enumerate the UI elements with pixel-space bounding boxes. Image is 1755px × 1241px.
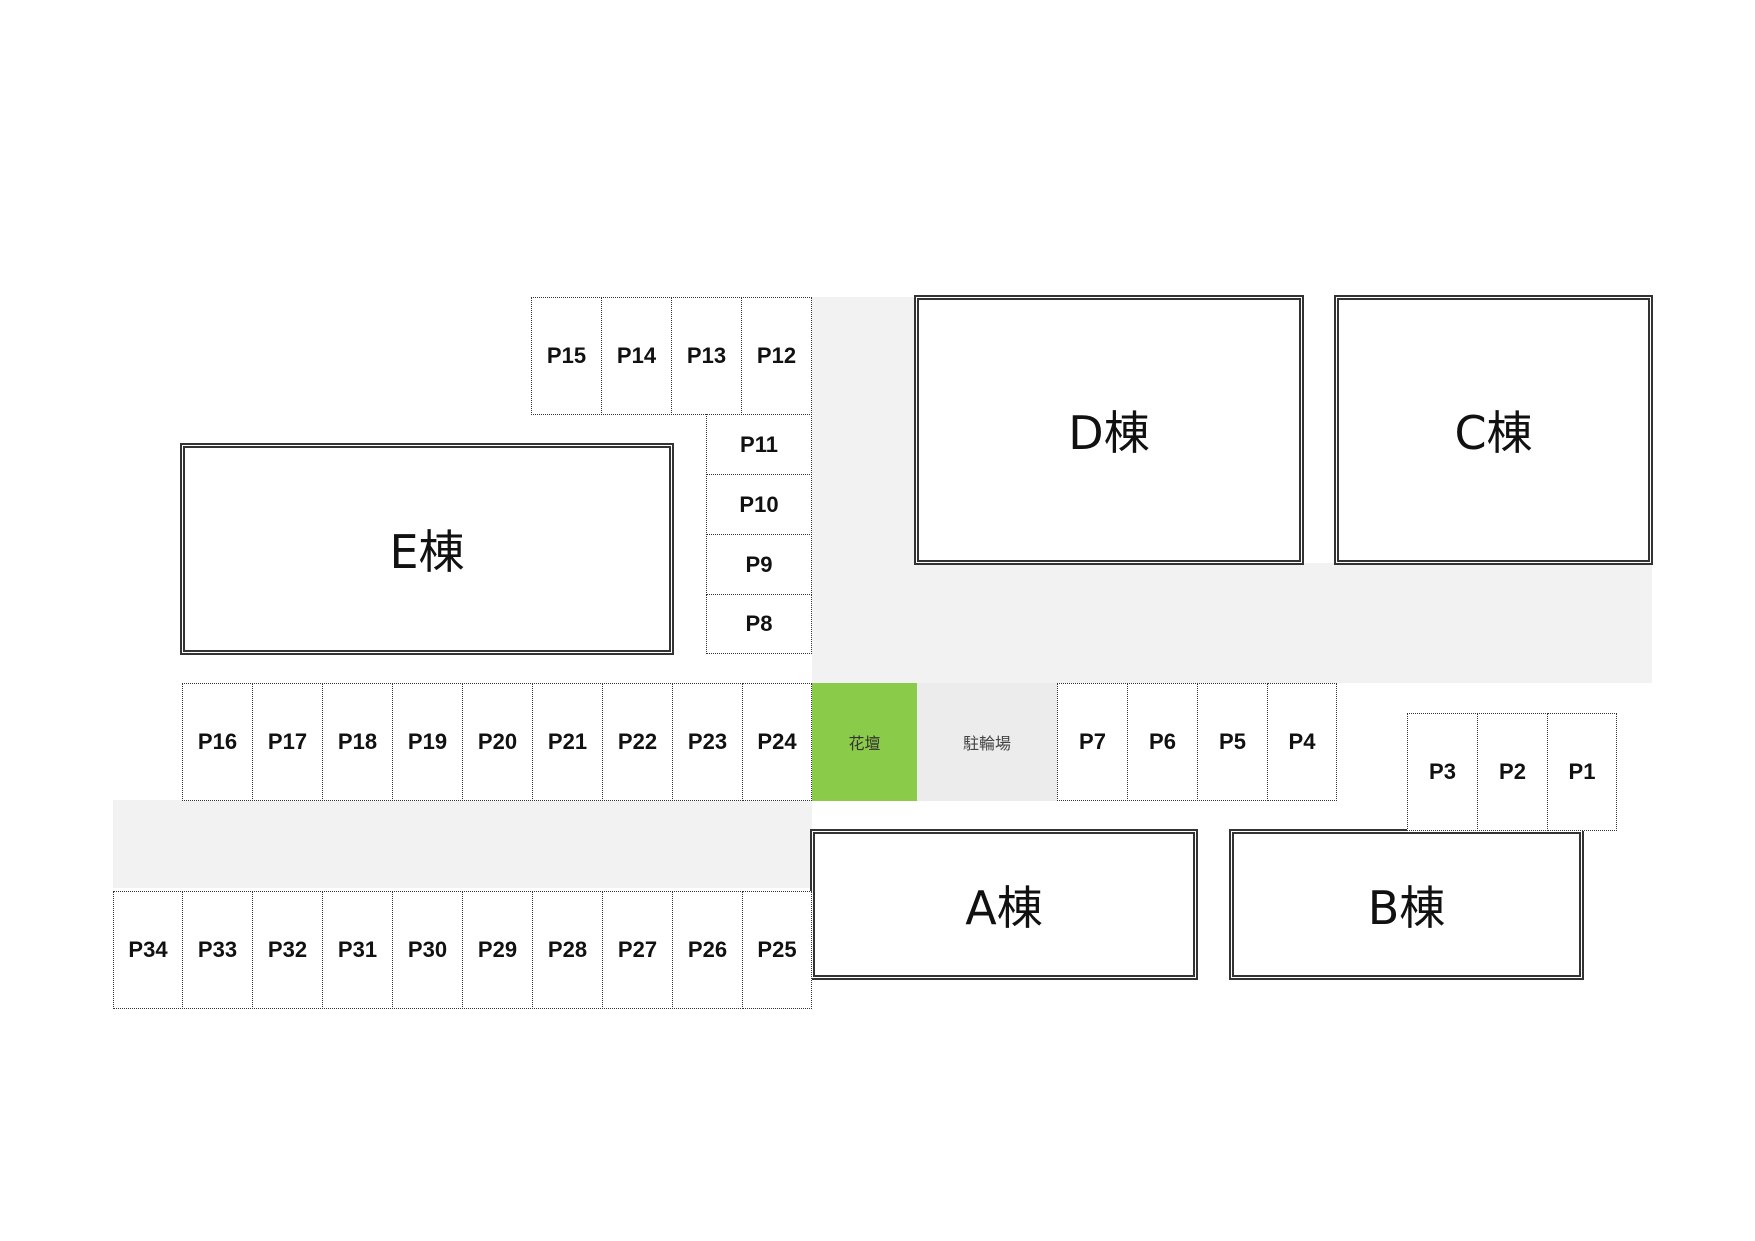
bicycle-parking[interactable]: 駐輪場 <box>917 683 1057 801</box>
parking-space-p29[interactable]: P29 <box>462 891 533 1009</box>
parking-space-p30[interactable]: P30 <box>392 891 463 1009</box>
parking-space-p4[interactable]: P4 <box>1267 683 1337 801</box>
parking-space-p18[interactable]: P18 <box>322 683 393 801</box>
parking-space-p23[interactable]: P23 <box>672 683 743 801</box>
road-east-horizontal <box>812 563 1652 683</box>
parking-space-p16[interactable]: P16 <box>182 683 253 801</box>
building-e[interactable]: E棟 <box>180 443 674 655</box>
building-d[interactable]: D棟 <box>914 295 1304 565</box>
parking-space-p31[interactable]: P31 <box>322 891 393 1009</box>
parking-space-p6[interactable]: P6 <box>1127 683 1198 801</box>
parking-space-p13[interactable]: P13 <box>671 297 742 415</box>
parking-space-p22[interactable]: P22 <box>602 683 673 801</box>
parking-space-p34[interactable]: P34 <box>113 891 183 1009</box>
parking-space-p10[interactable]: P10 <box>706 474 812 535</box>
parking-space-p33[interactable]: P33 <box>182 891 253 1009</box>
parking-space-p7[interactable]: P7 <box>1057 683 1128 801</box>
parking-space-p12[interactable]: P12 <box>741 297 812 415</box>
parking-space-p5[interactable]: P5 <box>1197 683 1268 801</box>
building-b[interactable]: B棟 <box>1229 829 1584 980</box>
parking-space-p21[interactable]: P21 <box>532 683 603 801</box>
road-west-horizontal <box>113 800 812 888</box>
building-a[interactable]: A棟 <box>810 829 1198 980</box>
parking-space-p3[interactable]: P3 <box>1407 713 1478 831</box>
parking-space-p27[interactable]: P27 <box>602 891 673 1009</box>
flowerbed: 花壇 <box>812 683 917 801</box>
parking-space-p1[interactable]: P1 <box>1547 713 1617 831</box>
parking-space-p32[interactable]: P32 <box>252 891 323 1009</box>
parking-space-p25[interactable]: P25 <box>742 891 812 1009</box>
parking-space-p28[interactable]: P28 <box>532 891 603 1009</box>
building-c[interactable]: C棟 <box>1334 295 1653 565</box>
parking-space-p8[interactable]: P8 <box>706 594 812 654</box>
parking-space-p15[interactable]: P15 <box>531 297 602 415</box>
parking-space-p9[interactable]: P9 <box>706 534 812 595</box>
parking-space-p20[interactable]: P20 <box>462 683 533 801</box>
parking-space-p14[interactable]: P14 <box>601 297 672 415</box>
parking-space-p19[interactable]: P19 <box>392 683 463 801</box>
parking-space-p11[interactable]: P11 <box>706 414 812 475</box>
parking-space-p24[interactable]: P24 <box>742 683 812 801</box>
parking-space-p17[interactable]: P17 <box>252 683 323 801</box>
parking-space-p26[interactable]: P26 <box>672 891 743 1009</box>
parking-space-p2[interactable]: P2 <box>1477 713 1548 831</box>
